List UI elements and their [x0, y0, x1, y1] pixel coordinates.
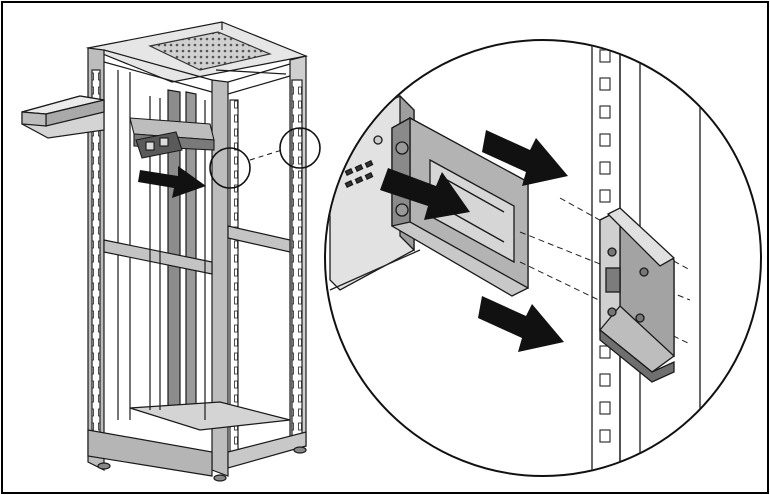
rack-crossbar-left: [103, 239, 213, 275]
rack-post-holes: [599, 49, 611, 443]
rack-crossbar-right: [227, 225, 291, 253]
callout-circle-right: [279, 127, 321, 169]
rack-foot-1: [97, 462, 111, 470]
rail-bracket-small: [135, 131, 183, 159]
server-rack-icon: [85, 21, 309, 482]
rack-foot-2: [213, 474, 227, 482]
rack-bottom-inner: [129, 401, 291, 431]
rack-bottom-side: [227, 431, 307, 469]
rack-foot-3: [293, 446, 307, 454]
rack-rail-assembly: [129, 117, 215, 159]
rack-right-rail: [291, 79, 303, 441]
rack-top-vent: [148, 31, 272, 71]
arrow-up-right: [482, 130, 568, 186]
rack-bottom-front: [87, 429, 213, 477]
arrow-down-right: [478, 296, 564, 352]
callout-dash: [249, 149, 283, 161]
arrow-middle: [380, 168, 470, 220]
detail-arrows: [380, 130, 568, 352]
rack-front-right-post: [211, 79, 229, 477]
push-arrow-rack: [138, 166, 206, 198]
rack-shelf-tray: [21, 95, 105, 139]
callout-circle-left: [209, 147, 251, 189]
mounting-bracket-detail: [599, 207, 676, 383]
